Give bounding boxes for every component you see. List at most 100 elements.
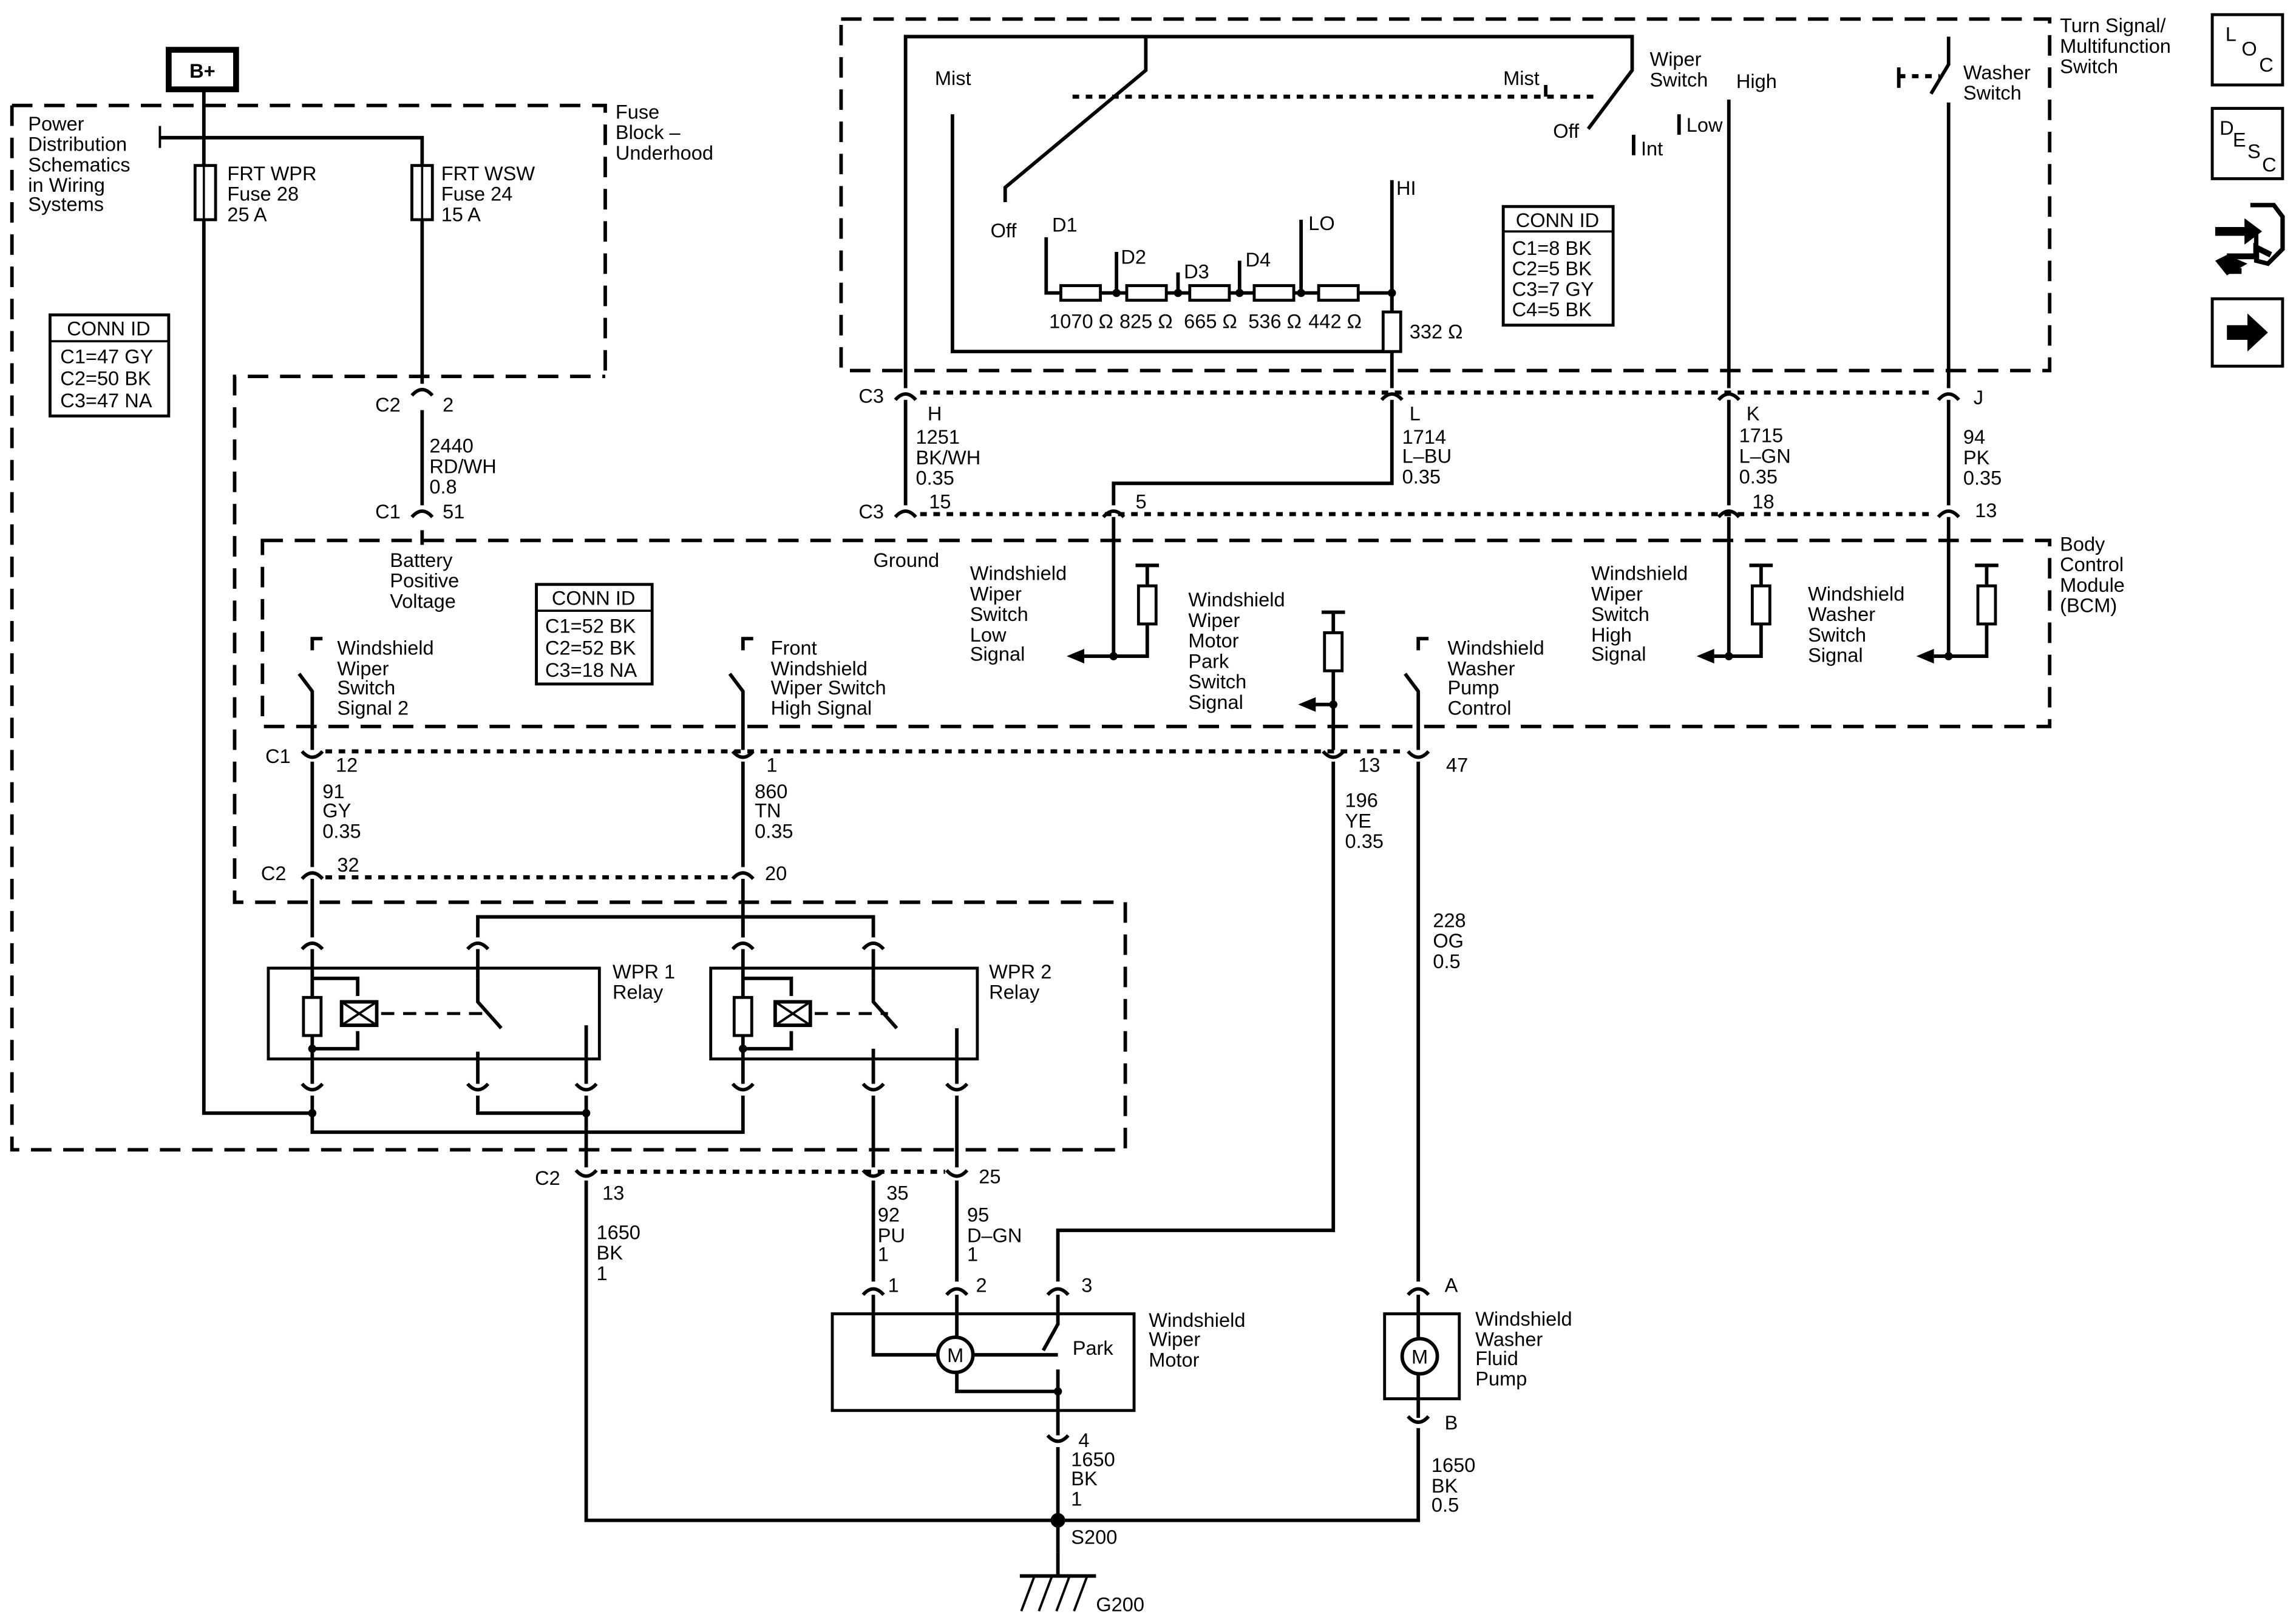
- svg-text:Park: Park: [1188, 650, 1229, 672]
- svg-text:J: J: [1974, 387, 1983, 408]
- svg-text:Motor: Motor: [1188, 630, 1238, 652]
- d1-label: D1: [1052, 214, 1078, 236]
- svg-text:18: 18: [1752, 490, 1774, 512]
- svg-text:C1: C1: [265, 745, 291, 767]
- svg-text:Windshield: Windshield: [1808, 583, 1904, 605]
- resistor-332: 332 Ω: [1381, 310, 1463, 353]
- wiper-motor-m: M: [936, 1335, 975, 1374]
- desc-button[interactable]: D E S C: [2210, 107, 2284, 180]
- svg-text:0.35: 0.35: [916, 467, 954, 489]
- svg-text:12: 12: [336, 754, 358, 776]
- wire-860: 860 TN 0.35: [755, 781, 793, 842]
- svg-text:92: 92: [878, 1204, 900, 1225]
- off-lower-label: Off: [1553, 120, 1580, 142]
- svg-text:Wiper: Wiper: [1591, 583, 1643, 605]
- svg-text:91: 91: [322, 781, 344, 802]
- wpr2-relay-box: [709, 966, 979, 1061]
- svg-text:13: 13: [1975, 500, 1997, 521]
- relay-pins-top: [301, 941, 885, 951]
- svg-text:0.35: 0.35: [1739, 466, 1778, 487]
- wire-1650-relay: 1650 BK 1: [596, 1221, 640, 1284]
- bcm-outline: [260, 538, 2052, 728]
- connector-c2-out: C2 13 35 25: [535, 1166, 1000, 1204]
- svg-text:1650: 1650: [1432, 1454, 1475, 1476]
- svg-text:15: 15: [929, 490, 951, 512]
- wire-228: 228 OG 0.5: [1433, 909, 1466, 972]
- svg-text:Fuse 28: Fuse 28: [227, 183, 299, 205]
- svg-text:Module: Module: [2060, 574, 2125, 596]
- svg-text:OG: OG: [1433, 930, 1464, 952]
- svg-text:Windshield: Windshield: [1149, 1309, 1245, 1331]
- wpr1-relay-box: [267, 966, 601, 1061]
- svg-text:51: 51: [443, 501, 464, 523]
- svg-text:BK: BK: [1432, 1475, 1458, 1497]
- washer-pump-box: [1383, 1312, 1461, 1400]
- svg-text:Wiper Switch: Wiper Switch: [771, 677, 886, 699]
- svg-text:C3: C3: [858, 501, 884, 523]
- svg-text:Block –: Block –: [616, 121, 681, 143]
- svg-text:PK: PK: [1963, 447, 1990, 469]
- next-button[interactable]: [2210, 297, 2284, 368]
- svg-text:825 Ω: 825 Ω: [1119, 311, 1173, 333]
- wpr2-relay-label: WPR 2 Relay: [989, 961, 1051, 1003]
- wiper-motor-box: [830, 1312, 1136, 1412]
- svg-text:Positive: Positive: [390, 570, 459, 592]
- off-upper-label: Off: [991, 220, 1017, 242]
- b-plus-terminal: B+: [166, 47, 239, 93]
- svg-text:Washer: Washer: [1808, 603, 1875, 625]
- loc-button[interactable]: L O C: [2210, 13, 2284, 87]
- svg-text:CONN ID: CONN ID: [552, 588, 635, 609]
- svg-text:Windshield: Windshield: [771, 657, 868, 679]
- svg-text:Power: Power: [28, 113, 84, 135]
- svg-text:332 Ω: 332 Ω: [1410, 320, 1463, 342]
- ground-g200-label: G200: [1096, 1593, 1144, 1615]
- svg-text:Washer: Washer: [1447, 657, 1515, 679]
- svg-text:0.35: 0.35: [1345, 830, 1384, 852]
- svg-text:C1: C1: [375, 501, 401, 523]
- svg-text:D: D: [2220, 117, 2234, 139]
- multifunction-switch-title: Turn Signal/ Multifunction Switch: [2060, 15, 2171, 78]
- svg-text:Windshield: Windshield: [1591, 563, 1688, 585]
- tool-icon[interactable]: [2215, 203, 2285, 276]
- svg-text:BK: BK: [1071, 1468, 1098, 1490]
- svg-text:1: 1: [878, 1244, 889, 1266]
- svg-text:Body: Body: [2060, 533, 2105, 555]
- svg-text:1: 1: [967, 1244, 978, 1266]
- svg-text:S: S: [2247, 141, 2261, 163]
- svg-text:C1=47 GY: C1=47 GY: [60, 345, 153, 367]
- wire-1714: 1714 L–BU 0.35: [1402, 426, 1452, 487]
- svg-text:YE: YE: [1345, 810, 1371, 832]
- svg-text:C3=47 NA: C3=47 NA: [60, 390, 152, 412]
- pds-note: Power Distribution Schematics in Wiring …: [28, 113, 130, 215]
- svg-text:TN: TN: [755, 799, 781, 821]
- svg-text:Switch: Switch: [970, 603, 1028, 625]
- multifunction-conn-id: CONN ID C1=8 BK C2=5 BK C3=7 GY C4=5 BK: [1501, 205, 1615, 327]
- svg-text:Switch: Switch: [2060, 56, 2118, 78]
- d4-label: D4: [1245, 249, 1271, 271]
- svg-text:C2=5 BK: C2=5 BK: [1512, 258, 1592, 280]
- svg-text:196: 196: [1345, 790, 1378, 812]
- wire-196: 196 YE 0.35: [1345, 790, 1384, 853]
- svg-text:2: 2: [976, 1274, 987, 1296]
- washer-pump-m: M: [1400, 1337, 1439, 1376]
- washer-pump-pin-b: B: [1407, 1412, 1458, 1434]
- svg-text:Switch: Switch: [1808, 624, 1866, 646]
- hi-label: HI: [1396, 177, 1416, 199]
- svg-text:Control: Control: [2060, 554, 2124, 575]
- svg-text:1070 Ω: 1070 Ω: [1049, 311, 1113, 333]
- svg-text:Control: Control: [1447, 697, 1511, 719]
- svg-text:Relay: Relay: [989, 981, 1040, 1003]
- svg-text:Windshield: Windshield: [337, 637, 433, 659]
- svg-text:Signal: Signal: [1808, 645, 1863, 666]
- wire-2440: 2440 RD/WH 0.8: [429, 435, 496, 498]
- connector-c1-pin51: C1 51: [375, 501, 464, 523]
- svg-text:C2=52 BK: C2=52 BK: [545, 637, 636, 659]
- multifunction-switch-outline: [839, 17, 2052, 373]
- svg-text:E: E: [2233, 129, 2246, 151]
- svg-text:Signal: Signal: [1188, 691, 1243, 713]
- svg-text:C2: C2: [535, 1167, 560, 1189]
- bcm-title: Body Control Module (BCM): [2060, 533, 2125, 616]
- park-switch-signal-label: Windshield Wiper Motor Park Switch Signa…: [1188, 589, 1285, 713]
- washer-pump-label: Windshield Washer Fluid Pump: [1475, 1308, 1572, 1390]
- svg-text:Multifunction: Multifunction: [2060, 35, 2171, 57]
